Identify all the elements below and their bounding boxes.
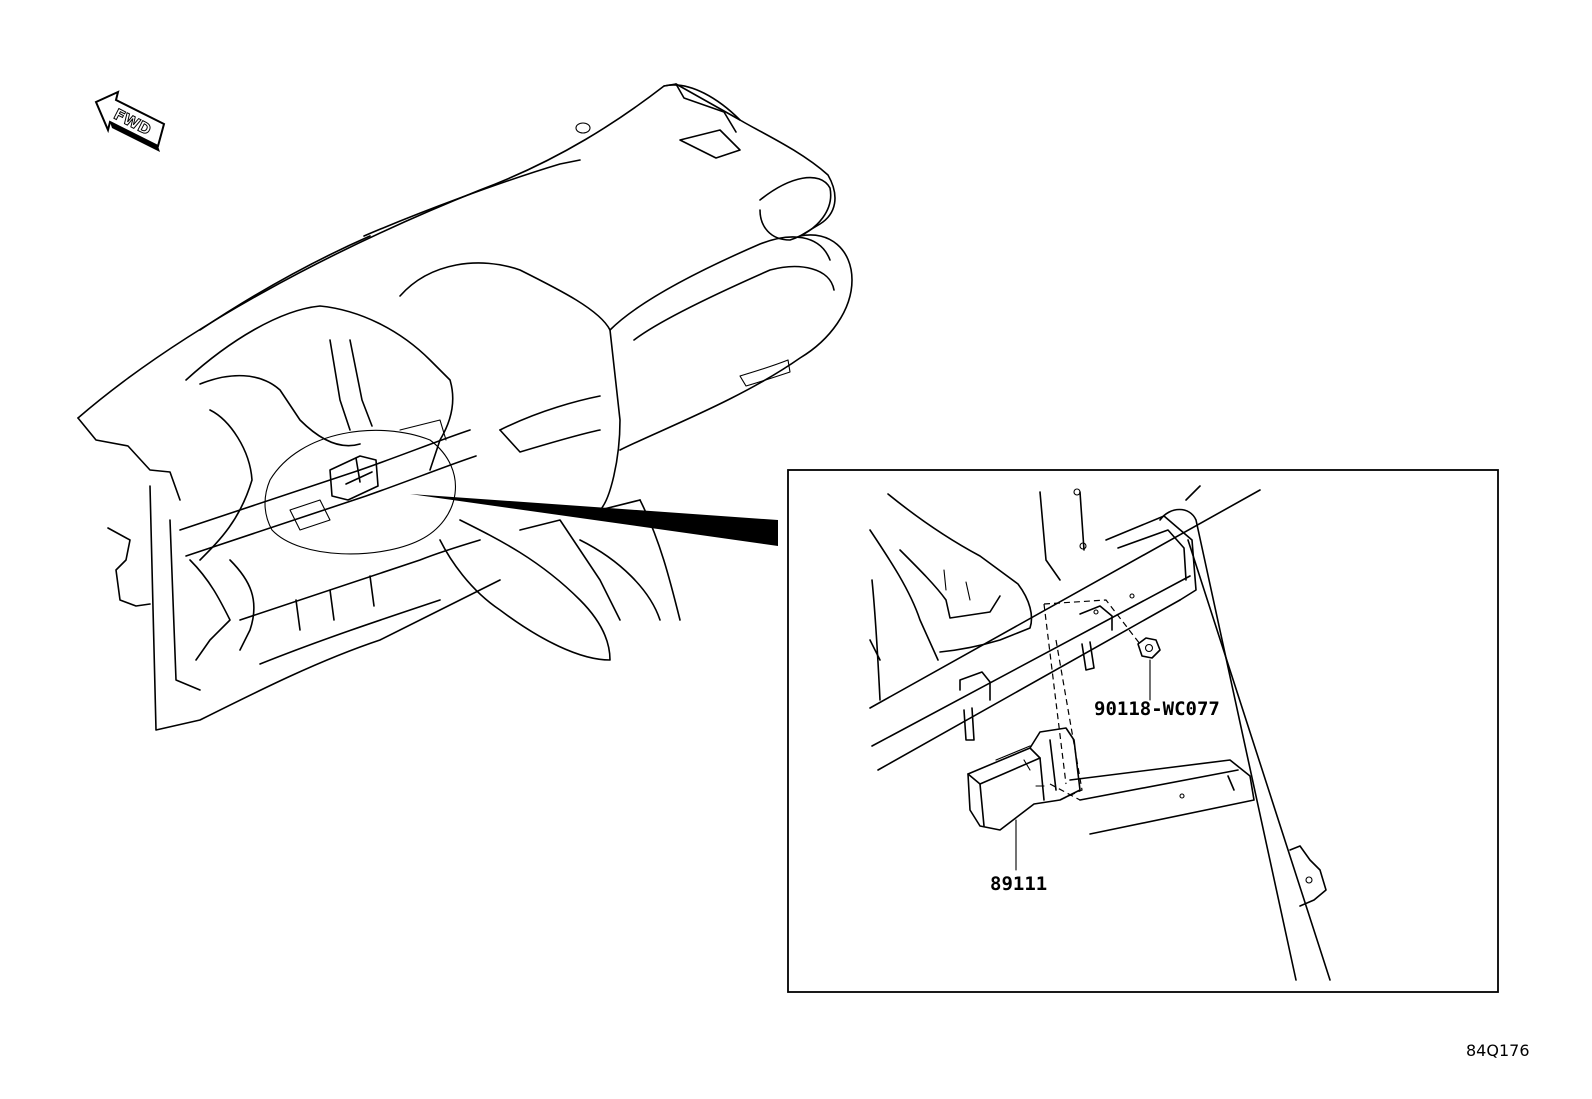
callout-leader — [410, 494, 778, 546]
detail-illustration — [869, 485, 1331, 981]
nut-icon — [1137, 637, 1161, 659]
instrument-panel-illustration — [77, 83, 853, 731]
fwd-arrow-icon: FWD — [94, 90, 166, 152]
module-part-number: 89111 — [990, 873, 1047, 895]
nut-part-number: 90118-WC077 — [1094, 698, 1220, 720]
detail-box — [787, 469, 1499, 993]
illustration-ref-code: 84Q176 — [1466, 1041, 1530, 1060]
